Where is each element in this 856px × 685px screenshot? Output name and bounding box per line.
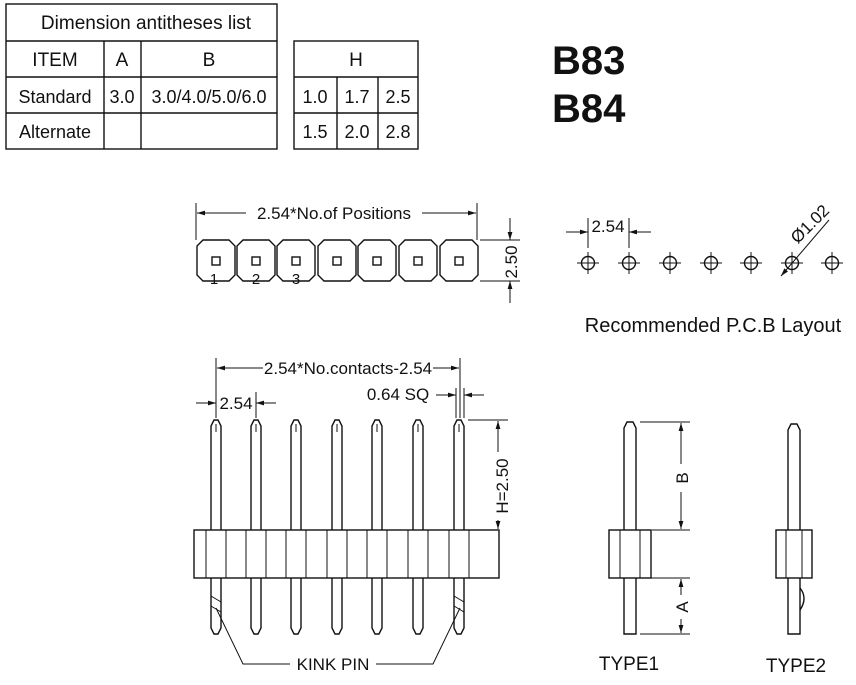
h-table-cell: 1.5 [302, 122, 327, 142]
a-dimension-label: A [673, 601, 692, 613]
side-view-type1: B A TYPE1 [599, 421, 692, 675]
type1-label: TYPE1 [599, 654, 659, 675]
pin-square [251, 256, 261, 266]
pcb-hole-label: Ø1.02 [787, 201, 833, 247]
pcb-hole [577, 252, 599, 274]
pin-housing [439, 239, 479, 282]
pcb-hole [821, 252, 843, 274]
h-table-cell: 2.8 [385, 122, 410, 142]
dim-table-header-item: ITEM [32, 50, 77, 71]
pin-housing [357, 239, 397, 282]
pin-housing [317, 239, 357, 282]
pin-square [413, 256, 423, 266]
pin-housing [398, 239, 438, 282]
contact-pin [290, 419, 302, 635]
top-height-label: 2.50 [502, 245, 521, 278]
dim-table-header-a: A [116, 50, 129, 71]
pcb-hole [618, 252, 640, 274]
b-dimension-label: B [673, 472, 692, 483]
top-view: 2.54*No.of Positions 2.50 1 2 3 [195, 203, 521, 303]
front-view: 2.54*No.contacts-2.54 2.54 0.64 SQ H=2.5… [193, 358, 512, 674]
position-number: 1 [210, 271, 218, 288]
dim-table-row-label: Alternate [19, 122, 91, 142]
h-table-cell: 1.7 [344, 87, 369, 107]
h-table-cell: 1.0 [302, 87, 327, 107]
position-number: 2 [252, 271, 260, 288]
type2-label: TYPE2 [766, 656, 826, 677]
pcb-pitch-label: 2.54 [591, 217, 624, 236]
h-table-header: H [349, 50, 363, 71]
h-table-cell: 2.5 [385, 87, 410, 107]
pcb-hole [740, 252, 762, 274]
front-pin-label: 0.64 SQ [367, 385, 429, 404]
part-number-b83: B83 [552, 39, 625, 83]
pin-housing [276, 239, 316, 282]
pin-square [211, 256, 221, 266]
dimension-table: Dimension antitheses list ITEM A B Stand… [5, 3, 278, 150]
pcb-caption: Recommended P.C.B Layout [585, 315, 842, 337]
pcb-hole [659, 252, 681, 274]
dim-table-cell: 3.0 [109, 87, 134, 107]
contact-pin [371, 419, 383, 635]
pin-square [291, 256, 301, 266]
kink-pin-label: KINK PIN [297, 655, 370, 674]
dim-table-header-b: B [203, 50, 216, 71]
contact-pin [210, 419, 222, 635]
contact-pin [412, 419, 424, 635]
pin-square [454, 256, 464, 266]
pin-housing [196, 239, 236, 282]
h-table-cell: 2.0 [344, 122, 369, 142]
front-span-label: 2.54*No.contacts-2.54 [264, 359, 432, 378]
part-number-b84: B84 [552, 87, 626, 131]
h-table: H 1.0 1.7 2.5 1.5 2.0 2.8 [293, 40, 419, 150]
pcb-hole [700, 252, 722, 274]
front-height-label: H=2.50 [493, 458, 512, 513]
pin-square [332, 256, 342, 266]
front-pitch-label: 2.54 [219, 394, 252, 413]
position-number: 3 [292, 271, 300, 288]
pin-housing [236, 239, 276, 282]
dim-table-title: Dimension antitheses list [41, 13, 252, 34]
dim-table-row-label: Standard [18, 87, 91, 107]
top-length-label: 2.54*No.of Positions [257, 204, 411, 223]
side-view-type2: TYPE2 [766, 423, 826, 677]
dim-table-cell: 3.0/4.0/5.0/6.0 [151, 87, 266, 107]
pin-square [372, 256, 382, 266]
pcb-layout: 2.54 Ø1.02 Recommended P.C.B Layout [566, 201, 843, 337]
contact-pin [250, 419, 262, 635]
contact-pin [331, 419, 343, 635]
contact-pin [453, 419, 465, 635]
